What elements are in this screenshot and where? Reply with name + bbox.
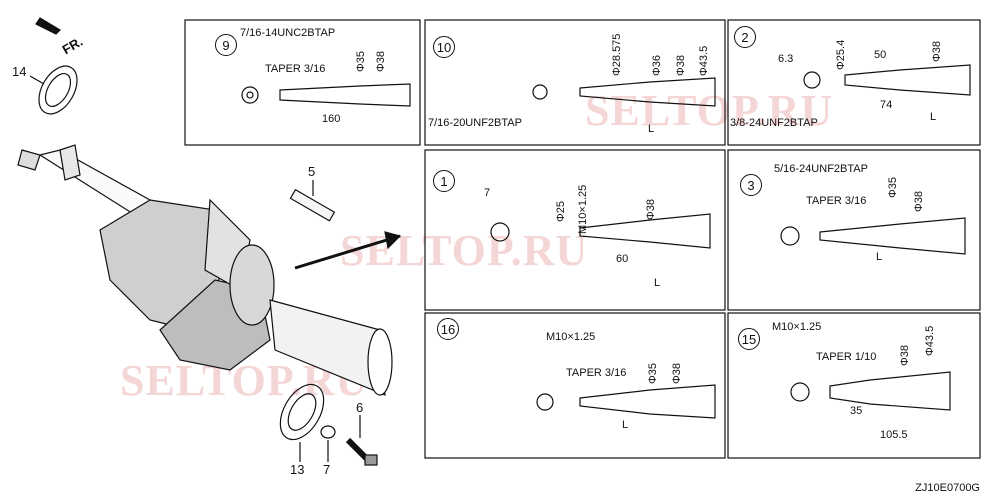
- crankshaft-drawing: [17, 144, 393, 396]
- diameter-label: Φ35: [355, 50, 367, 72]
- panel-frame: [424, 19, 726, 146]
- length-label: L: [930, 111, 937, 123]
- part-number: 5: [308, 164, 316, 179]
- taper-label: TAPER 3/16: [806, 195, 867, 207]
- shaft-15: [790, 371, 951, 411]
- taper-label: TAPER 3/16: [265, 63, 326, 75]
- shaft-16: [536, 384, 716, 419]
- diameter-label: Φ38: [899, 344, 911, 366]
- thread-label: 5/16-24UNF2BTAP: [774, 163, 868, 175]
- diameter-label: Φ43.5: [698, 45, 710, 76]
- diameter-label: Φ38: [675, 54, 687, 76]
- panel-frame: [424, 149, 726, 311]
- diameter-label: Φ38: [913, 190, 925, 212]
- panel-frame: [424, 312, 726, 459]
- taper-label: TAPER 1/10: [816, 351, 877, 363]
- diameter-label: Φ35: [647, 362, 659, 384]
- panel-id: 16: [437, 318, 459, 340]
- length-label: 160: [322, 113, 341, 125]
- panel-id: 3: [740, 174, 762, 196]
- diameter-label: Φ35: [887, 176, 899, 198]
- watermark: SELTOP.RU: [585, 86, 834, 135]
- diameter-label: Φ38: [931, 40, 943, 62]
- washer-7-icon: [320, 425, 336, 439]
- key-label: 6.3: [778, 53, 794, 65]
- key-label: 7: [484, 187, 491, 199]
- diameter-label: Φ25.4: [835, 39, 847, 70]
- shaft-9: [241, 83, 411, 107]
- direction-arrow-icon: [35, 17, 61, 35]
- panel-frame: [184, 19, 421, 146]
- panel-id: 1: [433, 170, 455, 192]
- diameter-label: Φ38: [375, 50, 387, 72]
- length-label: 35: [850, 405, 863, 417]
- panel-frame: [727, 312, 981, 459]
- panel-id: 10: [433, 36, 455, 58]
- shaft-10: [532, 77, 716, 107]
- washer-14-icon: [38, 65, 78, 115]
- diameter-label: Φ36: [651, 54, 663, 76]
- part-number: 13: [290, 462, 305, 477]
- length-label: 74: [880, 99, 893, 111]
- diameter-label: Φ38: [645, 198, 657, 220]
- thread-label: 7/16-20UNF2BTAP: [428, 117, 522, 129]
- diameter-label: Φ43.5: [924, 325, 936, 356]
- part-number: 7: [323, 462, 331, 477]
- diameter-label: Φ25: [555, 200, 567, 222]
- thread-label: 3/8-24UNF2BTAP: [730, 117, 818, 129]
- length-label: L: [876, 251, 883, 263]
- diameter-label: Φ28.575: [611, 33, 623, 76]
- shaft-3: [780, 217, 966, 255]
- diagram-code: ZJ10E0700G: [915, 482, 980, 494]
- length-label: L: [648, 123, 655, 135]
- length-label: 60: [616, 253, 629, 265]
- washer-13-icon: [279, 383, 325, 441]
- thread-label: 7/16-14UNC2BTAP: [240, 27, 336, 39]
- length-label: 105.5: [880, 429, 908, 441]
- taper-label: TAPER 3/16: [566, 367, 627, 379]
- panel-frame: [727, 149, 981, 311]
- thread-label: M10×1.25: [577, 184, 589, 234]
- shaft-2: [803, 64, 971, 96]
- length-label: L: [622, 419, 629, 431]
- shaft-1: [490, 213, 711, 249]
- thread-label: M10×1.25: [772, 321, 822, 333]
- watermark: SELTOP.RU: [340, 226, 589, 275]
- panel-id: 15: [738, 328, 760, 350]
- thread-label: M10×1.25: [546, 331, 596, 343]
- diameter-label: Φ38: [671, 362, 683, 384]
- length-label: L: [654, 277, 661, 289]
- length-label: 50: [874, 49, 887, 61]
- panel-frame: [727, 19, 981, 146]
- panel-id: 2: [734, 26, 756, 48]
- panel-id: 9: [215, 34, 237, 56]
- part-number: 14: [12, 64, 27, 79]
- part-number: 6: [356, 400, 364, 415]
- key-5-icon: [289, 188, 336, 222]
